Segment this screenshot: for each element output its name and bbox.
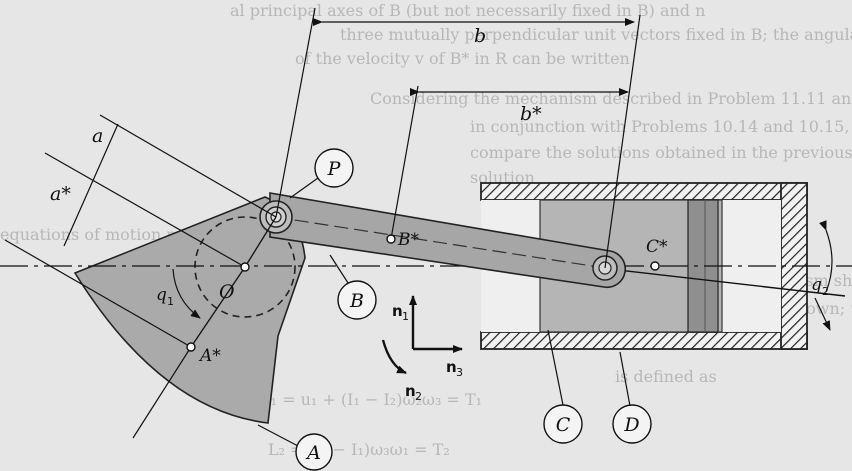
line-o-astar	[190, 266, 246, 348]
label-a-star-point: A*	[198, 346, 221, 366]
callout-p-circle	[314, 148, 354, 188]
ext-lower-left	[4, 239, 192, 348]
q2-angle-arc	[819, 220, 833, 293]
bg-line-13: L₂ = (I₃ − I₁)ω₃ω₁ = T₂	[268, 440, 450, 459]
point-c-star	[650, 261, 660, 271]
label-q2-sub: 2	[822, 285, 829, 298]
rod-centerline	[274, 216, 606, 269]
callout-p: P	[289, 148, 354, 199]
housing-d-top	[480, 182, 808, 201]
leader-b	[329, 254, 351, 287]
bg-line-5: in conjunction with Problems 10.14 and 1…	[470, 117, 852, 136]
vector-n3-label: n	[446, 358, 457, 376]
ext-a-star-bottom	[132, 346, 192, 439]
vector-n2-label: n	[405, 382, 416, 400]
ext-b-right	[604, 14, 641, 269]
unit-vector-triad: n 1 n 3 n 2	[381, 295, 463, 403]
callout-a: A	[257, 424, 333, 471]
leader-a	[257, 424, 299, 447]
callout-b-circle	[337, 280, 377, 320]
bg-line-2: three mutually perpendicular unit vector…	[340, 25, 852, 44]
callout-b-label: B	[349, 290, 364, 312]
callout-a-label: A	[305, 442, 321, 464]
ext-bstar-left	[390, 85, 419, 240]
vector-n1-label: n	[392, 302, 403, 320]
ext-b-left	[275, 7, 316, 218]
label-b-star-point: B*	[397, 230, 419, 250]
vector-n1-sub: 1	[402, 310, 409, 323]
housing-d-bottom	[480, 331, 808, 350]
dim-a-line	[63, 123, 119, 247]
dimension-lines	[4, 7, 833, 439]
bg-line-3: of the velocity v of B* in R can be writ…	[295, 49, 630, 68]
bg-line-12: L₁ = u₁ + (I₁ − I₂)ω₂ω₃ = T₁	[260, 390, 482, 409]
bg-line-11: is defined as	[615, 367, 717, 386]
label-c-star-point: C*	[646, 237, 668, 257]
callout-p-label: P	[327, 158, 342, 180]
callout-d-circle	[612, 404, 652, 444]
bg-line-1: al principal axes of B (but not necessar…	[230, 1, 705, 20]
q2-ref-line	[814, 297, 831, 331]
label-q1-sub: 1	[167, 295, 174, 308]
label-b-star: b*	[520, 103, 542, 125]
label-o: O	[219, 281, 235, 303]
callout-d-label: D	[623, 414, 639, 436]
callout-c-label: C	[556, 414, 571, 436]
callout-c: C	[543, 329, 583, 444]
q1-angle-arc	[172, 268, 201, 319]
callout-c-circle	[543, 404, 583, 444]
vector-n2-sub: 2	[415, 390, 422, 403]
ext-middle-left	[44, 152, 246, 268]
callout-d: D	[612, 351, 652, 444]
leader-c	[547, 329, 564, 406]
point-a-star	[186, 342, 196, 352]
point-b-star	[386, 234, 396, 244]
callout-b: B	[329, 254, 377, 320]
point-o	[240, 262, 250, 272]
dashed-circle	[194, 216, 296, 318]
label-q1: q	[156, 285, 167, 305]
label-a: a	[92, 125, 103, 147]
line-o-p	[244, 216, 277, 268]
vector-n2-rotation-arrow	[381, 339, 407, 375]
label-q2: q	[811, 275, 822, 295]
vector-n3-sub: 3	[456, 366, 463, 379]
bg-line-6: compare the solutions obtained in the pr…	[470, 143, 852, 162]
label-a-star: a*	[50, 183, 71, 205]
ext-upper-left	[99, 114, 277, 218]
callout-a-circle	[295, 433, 333, 471]
label-b: b	[474, 25, 486, 47]
leader-d	[619, 351, 631, 407]
rod-body	[269, 192, 626, 289]
leader-p	[289, 177, 319, 199]
